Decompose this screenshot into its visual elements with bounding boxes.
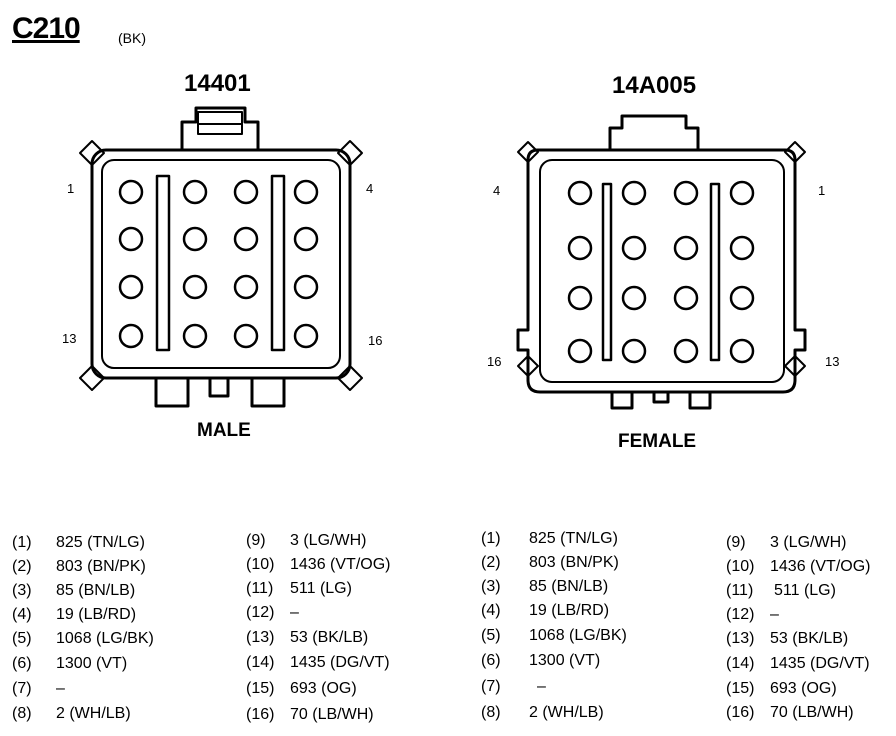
pin-number: (1) xyxy=(12,534,32,551)
circuit: – xyxy=(56,680,65,697)
pin-number: (16) xyxy=(246,706,275,723)
pin-number: (9) xyxy=(246,532,266,549)
pin-number: (9) xyxy=(726,534,746,551)
pin-number: (10) xyxy=(246,556,275,573)
circuit: – xyxy=(537,678,546,695)
circuit: 511 (LG) xyxy=(290,580,352,597)
pin-number: (2) xyxy=(12,558,32,575)
pin-number: (8) xyxy=(12,705,32,722)
male-label: MALE xyxy=(197,420,251,441)
female-pin-label-bottom-right: 13 xyxy=(825,354,840,369)
circuit: 1435 (DG/VT) xyxy=(770,655,870,672)
pin-number: (4) xyxy=(12,606,32,623)
female-connector-face xyxy=(516,114,807,410)
female-label: FEMALE xyxy=(618,431,697,452)
pin-number: (15) xyxy=(246,680,275,697)
pin-number: (11) xyxy=(726,582,754,599)
circuit: 2 (WH/LB) xyxy=(529,704,604,721)
circuit: 693 (OG) xyxy=(770,680,837,697)
pin-number: (15) xyxy=(726,680,755,697)
female-part-number: 14A005 xyxy=(612,72,697,99)
circuit: 803 (BN/PK) xyxy=(529,554,619,571)
circuit: 1068 (LG/BK) xyxy=(529,627,627,644)
circuit: 2 (WH/LB) xyxy=(56,705,131,722)
circuit: 825 (TN/LG) xyxy=(529,530,618,547)
circuit: 1068 (LG/BK) xyxy=(56,630,154,647)
pin-number: (2) xyxy=(481,554,501,571)
circuit: – xyxy=(290,604,299,621)
pin-number: (8) xyxy=(481,704,501,721)
circuit: 693 (OG) xyxy=(290,680,357,697)
pin-number: (13) xyxy=(246,629,275,646)
circuit: 70 (LB/WH) xyxy=(770,704,854,721)
pin-number: (14) xyxy=(246,654,275,671)
circuit: 511 (LG) xyxy=(774,582,836,599)
female-pin-label-top-left: 4 xyxy=(493,183,501,198)
connector-color: (BK) xyxy=(118,30,146,46)
pin-number: (6) xyxy=(12,655,32,672)
connector-diagrams xyxy=(79,106,807,410)
circuit: – xyxy=(770,606,779,623)
male-connector-face xyxy=(79,106,363,408)
circuit: 70 (LB/WH) xyxy=(290,706,374,723)
circuit: 1435 (DG/VT) xyxy=(290,654,390,671)
pin-number: (12) xyxy=(726,606,755,623)
circuit: 85 (BN/LB) xyxy=(529,578,609,595)
connector-id: C210 xyxy=(12,12,81,45)
circuit: 19 (LB/RD) xyxy=(529,602,610,619)
male-pin-label-bottom-left: 13 xyxy=(62,331,77,346)
circuit: 85 (BN/LB) xyxy=(56,582,136,599)
pin-number: (4) xyxy=(481,602,501,619)
male-pin-cavities xyxy=(118,179,319,349)
pin-number: (13) xyxy=(726,630,755,647)
male-pin-label-top-right: 4 xyxy=(366,181,374,196)
male-pin-label-bottom-right: 16 xyxy=(368,333,383,348)
circuit: 803 (BN/PK) xyxy=(56,558,146,575)
pin-number: (6) xyxy=(481,652,501,669)
circuit: 825 (TN/LG) xyxy=(56,534,145,551)
circuit: 19 (LB/RD) xyxy=(56,606,137,623)
male-part-number: 14401 xyxy=(184,70,251,97)
circuit: 53 (BK/LB) xyxy=(770,630,849,647)
female-pin-label-top-right: 1 xyxy=(818,183,826,198)
circuit: 1300 (VT) xyxy=(56,655,128,672)
circuit: 3 (LG/WH) xyxy=(770,534,847,551)
pin-number: (12) xyxy=(246,604,275,621)
circuit: 1436 (VT/OG) xyxy=(290,556,391,573)
pin-number: (7) xyxy=(12,680,32,697)
pin-number: (16) xyxy=(726,704,755,721)
pin-number: (10) xyxy=(726,558,755,575)
pin-number: (3) xyxy=(12,582,32,599)
pin-number: (1) xyxy=(481,530,501,547)
female-pin-label-bottom-left: 16 xyxy=(487,354,502,369)
pin-number: (11) xyxy=(246,580,274,597)
pin-number: (7) xyxy=(481,678,501,695)
female-pin-cavities xyxy=(567,180,755,364)
circuit: 3 (LG/WH) xyxy=(290,532,367,549)
pin-number: (5) xyxy=(12,630,32,647)
circuit: 1300 (VT) xyxy=(529,652,601,669)
circuit: 1436 (VT/OG) xyxy=(770,558,871,575)
circuit: 53 (BK/LB) xyxy=(290,629,369,646)
pin-number: (3) xyxy=(481,578,501,595)
male-pin-label-top-left: 1 xyxy=(67,181,75,196)
pin-number: (5) xyxy=(481,627,501,644)
pin-number: (14) xyxy=(726,655,755,672)
